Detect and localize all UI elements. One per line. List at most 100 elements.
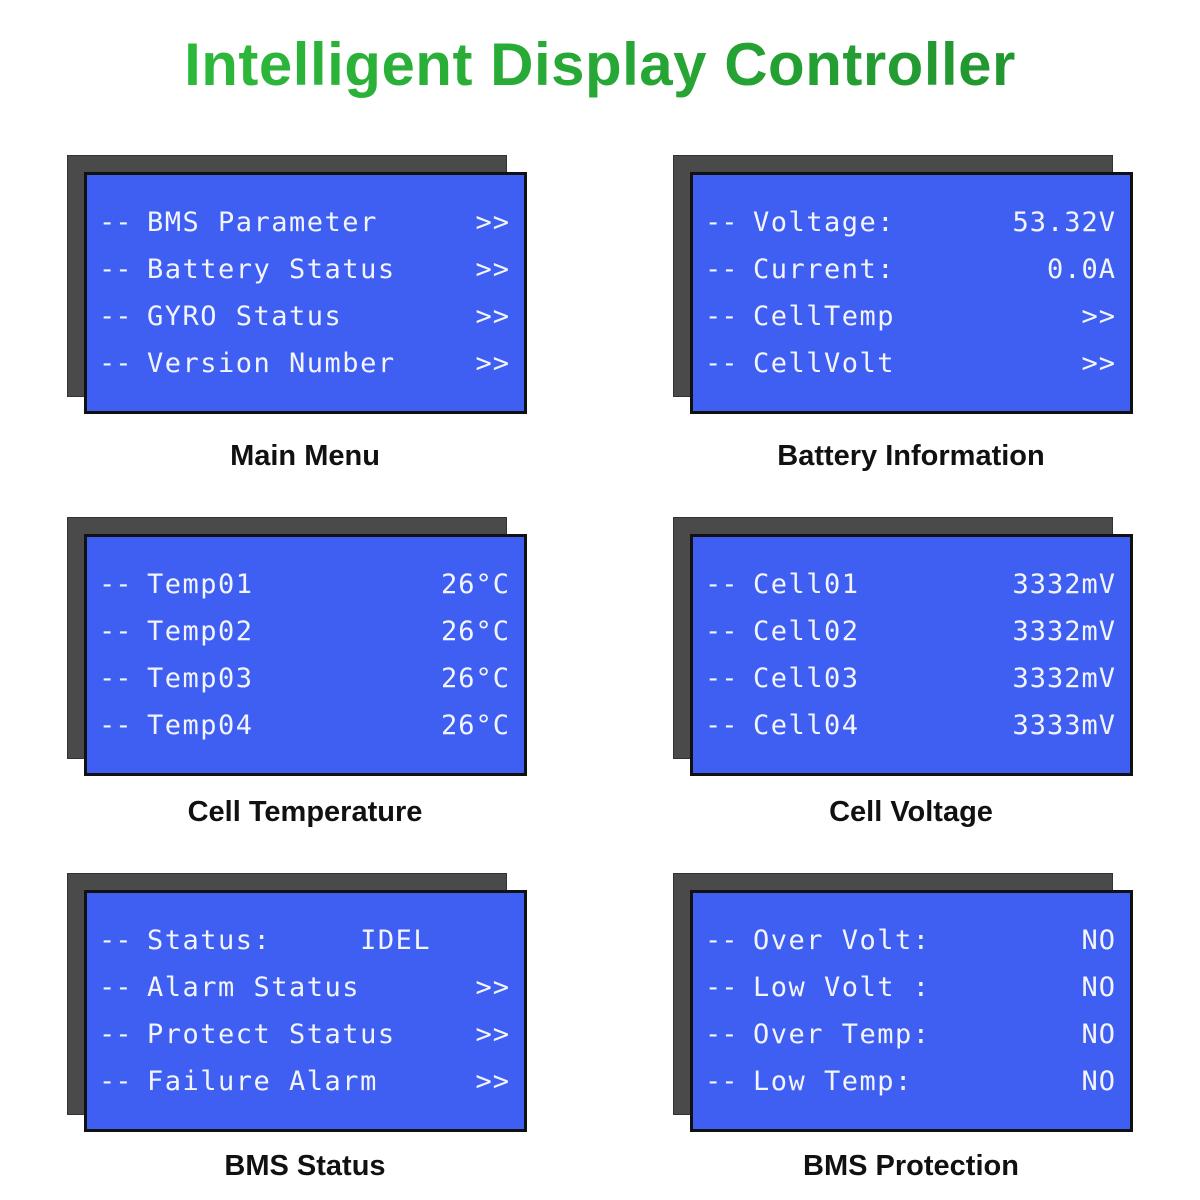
row-label: BMS Parameter xyxy=(147,207,378,238)
row-label: Battery Status xyxy=(147,254,396,285)
row-prefix: -- xyxy=(705,663,738,694)
row-value: NO xyxy=(1081,1019,1116,1050)
caption-bms-protection: BMS Protection xyxy=(803,1150,1019,1182)
lcd-row: --Current:0.0A xyxy=(705,250,1116,290)
row-value: NO xyxy=(1081,972,1116,1003)
row-prefix: -- xyxy=(705,925,738,956)
row-prefix: -- xyxy=(99,925,132,956)
row-prefix: -- xyxy=(99,254,132,285)
row-value: >> xyxy=(475,207,510,238)
row-prefix: -- xyxy=(705,1066,738,1097)
lcd-display: -- Temp01 26°C -- Temp02 26°C -- Temp03 26°C -- Te… xyxy=(84,534,527,776)
caption-bms-status: BMS Status xyxy=(224,1150,386,1182)
row-label: Low Temp: xyxy=(753,1066,913,1097)
row-value: 0.0A xyxy=(1046,254,1116,285)
row-label: Cell01 xyxy=(753,569,860,600)
row-label: Failure Alarm xyxy=(147,1066,378,1097)
row-prefix: -- xyxy=(705,972,738,1003)
row-label: Temp03 xyxy=(147,663,254,694)
row-label: Cell02 xyxy=(753,616,860,647)
row-prefix: -- xyxy=(705,710,738,741)
row-prefix: -- xyxy=(99,1066,132,1097)
row-label: Cell04 xyxy=(753,710,860,741)
caption-battery-information: Battery Information xyxy=(777,440,1045,472)
row-prefix: -- xyxy=(705,207,738,238)
lcd-row: -- CellTemp >> xyxy=(705,297,1116,337)
lcd-row: -- Failure Alarm >> xyxy=(99,1062,510,1102)
row-label: CellVolt xyxy=(753,348,896,379)
row-value: >> xyxy=(1081,348,1116,379)
row-prefix: -- xyxy=(705,348,738,379)
row-value: 3332mV xyxy=(1012,663,1116,694)
row-prefix: -- xyxy=(99,348,132,379)
lcd-screen-main-menu: --BMS Parameter>>--Battery Status>>--GYR… xyxy=(67,155,533,417)
row-value: >> xyxy=(475,1066,510,1097)
row-label: Over Volt: xyxy=(753,925,931,956)
row-value: 26°C xyxy=(440,710,510,741)
row-label: Version Number xyxy=(147,348,396,379)
row-label: Status: IDEL xyxy=(147,925,432,956)
row-value: 3333mV xyxy=(1012,710,1116,741)
row-value: >> xyxy=(475,972,510,1003)
lcd-screen-battery-information: --Voltage:53.32V--Current:0.0A--CellTemp… xyxy=(673,155,1139,417)
lcd-row: -- Temp02 26°C xyxy=(99,612,510,652)
caption-cell-temperature: Cell Temperature xyxy=(187,796,423,828)
row-value: >> xyxy=(475,254,510,285)
lcd-row: -- Version Number >> xyxy=(99,344,510,384)
row-value: >> xyxy=(475,348,510,379)
lcd-row: -- Temp04 26°C xyxy=(99,706,510,746)
lcd-row: -- Over Volt: NO xyxy=(705,921,1116,961)
caption-main-menu: Main Menu xyxy=(230,440,380,472)
row-label: Cell03 xyxy=(753,663,860,694)
row-value: >> xyxy=(475,301,510,332)
lcd-row: -- Over Temp: NO xyxy=(705,1015,1116,1055)
row-label: Over Temp: xyxy=(753,1019,931,1050)
row-label: Temp02 xyxy=(147,616,254,647)
row-value: >> xyxy=(475,1019,510,1050)
row-prefix: -- xyxy=(705,616,738,647)
lcd-row: -- Cell03 3332mV xyxy=(705,659,1116,699)
row-value: NO xyxy=(1081,1066,1116,1097)
row-label: Voltage: xyxy=(753,207,896,238)
row-prefix: -- xyxy=(705,1019,738,1050)
lcd-row: -- Temp01 26°C xyxy=(99,565,510,605)
row-prefix: -- xyxy=(99,710,132,741)
lcd-row: -- Status: IDEL xyxy=(99,921,510,961)
row-prefix: -- xyxy=(99,663,132,694)
lcd-display: -- Over Volt: NO -- Low Volt : NO -- Over Temp:… xyxy=(690,890,1133,1132)
lcd-screen-cell-temperature: -- Temp01 26°C -- Temp02 26°C -- Temp03 26°C -- Te… xyxy=(67,517,533,779)
lcd-row: -- Voltage: 53.32V xyxy=(705,203,1116,243)
row-prefix: -- xyxy=(705,254,738,285)
lcd-row: -- CellVolt >> xyxy=(705,344,1116,384)
row-label: Low Volt : xyxy=(753,972,931,1003)
row-value: 26°C xyxy=(440,569,510,600)
lcd-row: --GYRO Status>> xyxy=(99,297,510,337)
lcd-display: --Voltage:53.32V--Current:0.0A--CellTemp… xyxy=(690,172,1133,414)
row-prefix: -- xyxy=(99,207,132,238)
row-prefix: -- xyxy=(99,972,132,1003)
lcd-row: --Alarm Status>> xyxy=(99,968,510,1008)
row-prefix: -- xyxy=(99,616,132,647)
row-value: >> xyxy=(1081,301,1116,332)
lcd-display: --BMS Parameter>>--Battery Status>>--GYR… xyxy=(84,172,527,414)
row-label: Temp04 xyxy=(147,710,254,741)
row-prefix: -- xyxy=(705,569,738,600)
caption-cell-voltage: Cell Voltage xyxy=(829,796,993,828)
row-label: Temp01 xyxy=(147,569,254,600)
row-prefix: -- xyxy=(705,301,738,332)
lcd-row: -- Low Temp: NO xyxy=(705,1062,1116,1102)
lcd-screen-bms-status: --Status: IDEL--Alarm Status>>--Protect … xyxy=(67,873,533,1135)
row-prefix: -- xyxy=(99,1019,132,1050)
row-value: NO xyxy=(1081,925,1116,956)
row-label: CellTemp xyxy=(753,301,896,332)
row-value: 53.32V xyxy=(1012,207,1116,238)
lcd-row: -- Low Volt : NO xyxy=(705,968,1116,1008)
lcd-screen-bms-protection: -- Over Volt: NO -- Low Volt : NO -- Over Temp:… xyxy=(673,873,1139,1135)
row-prefix: -- xyxy=(99,569,132,600)
row-value: 26°C xyxy=(440,616,510,647)
